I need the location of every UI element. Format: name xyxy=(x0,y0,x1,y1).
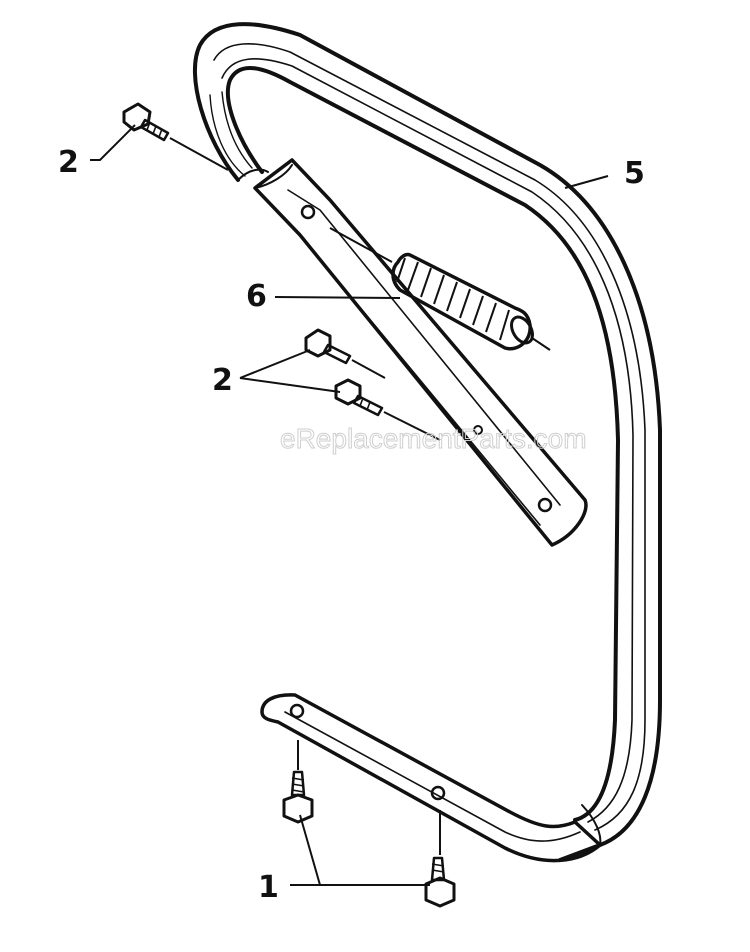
spring-part-6[interactable] xyxy=(329,227,551,351)
callout-1: 1 xyxy=(258,870,279,905)
screw-part-2-upper[interactable] xyxy=(122,102,229,171)
bracket-hole xyxy=(289,703,305,719)
leader-lines xyxy=(90,124,609,886)
callout-5: 5 xyxy=(624,156,645,191)
callout-6: 6 xyxy=(246,279,267,314)
handle-bar-part-5[interactable] xyxy=(192,22,662,862)
upper-bracket[interactable] xyxy=(253,158,588,547)
screw-part-2-middle-a[interactable] xyxy=(304,328,386,379)
screw-part-1-left[interactable] xyxy=(282,740,314,824)
callout-2-middle: 2 xyxy=(212,363,233,398)
watermark: eReplacementParts.com xyxy=(280,423,587,454)
bracket-hole xyxy=(430,785,446,801)
screw-part-2-middle-b[interactable] xyxy=(334,378,441,441)
bracket-hole xyxy=(300,204,316,220)
lower-bracket[interactable] xyxy=(260,693,602,863)
callout-2-upper: 2 xyxy=(58,145,79,180)
bracket-hole xyxy=(537,497,553,513)
screw-part-1-right[interactable] xyxy=(424,810,456,908)
bracket-hole xyxy=(473,425,483,435)
